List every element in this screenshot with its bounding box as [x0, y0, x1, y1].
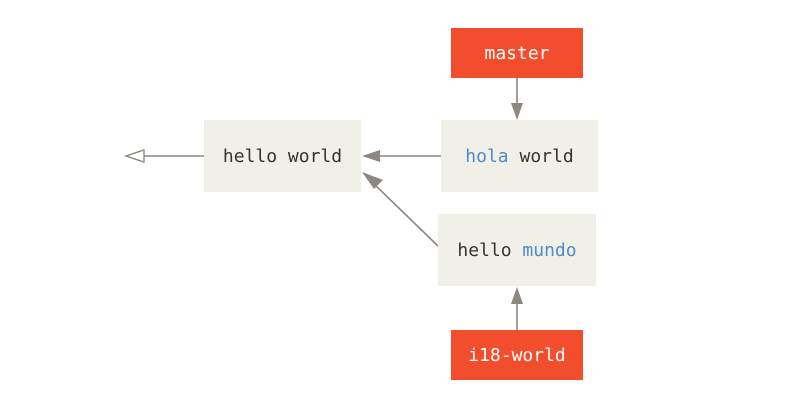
branch-i18-world: i18-world: [451, 330, 583, 380]
arrowhead-mundo-to-hello: [362, 172, 383, 189]
branch-label: i18-world: [468, 344, 566, 366]
commit-text: hello: [457, 239, 523, 261]
arrowhead-master-to-hola: [511, 103, 523, 120]
commit-hola-world: hola world: [441, 120, 598, 192]
branch-master: master: [451, 28, 583, 78]
commit-text: world: [508, 145, 574, 167]
branch-label: master: [484, 42, 550, 64]
arrowhead-i18-to-mundo: [511, 287, 523, 304]
arrow-mundo-to-hello: [371, 181, 439, 247]
commit-hello-mundo: hello mundo: [438, 214, 596, 286]
commit-hello-world: hello world: [204, 120, 361, 192]
commit-text-changed: hola: [465, 145, 509, 167]
commit-text-changed: mundo: [522, 239, 577, 261]
commit-text: hello world: [222, 145, 343, 167]
arrowhead-hola-to-hello: [362, 150, 380, 162]
arrowhead-open: [123, 149, 145, 163]
